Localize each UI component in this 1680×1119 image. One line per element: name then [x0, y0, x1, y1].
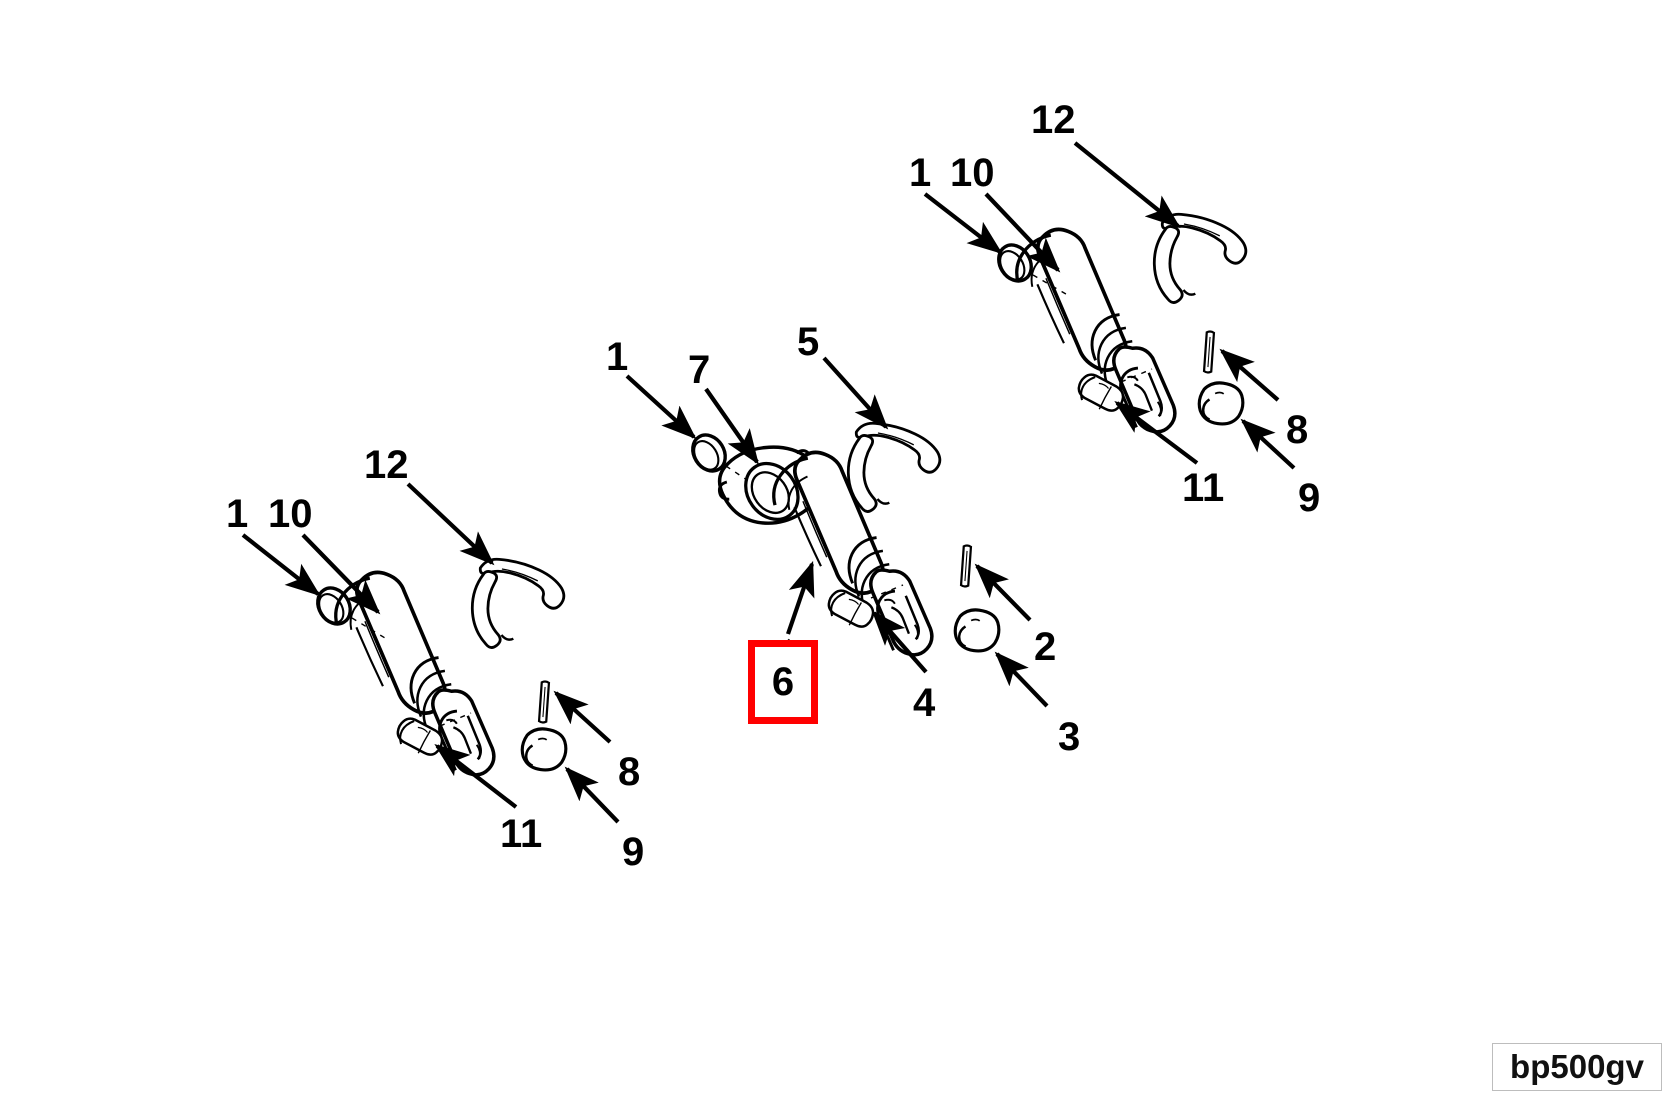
part-rollpin-center	[959, 544, 973, 588]
part-fork-left	[465, 551, 570, 651]
leader-left-1	[241, 533, 321, 597]
part-bushing-right	[1195, 378, 1247, 429]
part-rollpin-left	[537, 680, 551, 724]
leader-right-8	[1219, 348, 1280, 402]
callout-center-7: 7	[688, 348, 711, 392]
part-fork-right	[1147, 206, 1252, 306]
callout-left-10: 10	[268, 492, 313, 536]
leader-left-8	[553, 690, 612, 744]
callout-center-2: 2	[1034, 625, 1057, 669]
part-bushing-center	[951, 605, 1003, 656]
assembly-left	[294, 551, 570, 788]
callout-center-5: 5	[797, 320, 820, 364]
leader-right-10	[984, 192, 1061, 273]
leader-arrows	[241, 141, 1296, 824]
leader-left-9	[564, 766, 620, 824]
leader-center-2	[974, 563, 1032, 622]
assembly-center	[684, 415, 1003, 668]
leader-right-1	[923, 192, 1003, 255]
callout-right-8: 8	[1286, 408, 1309, 452]
leader-right-12	[1073, 141, 1181, 229]
callout-right-1: 1	[909, 151, 932, 195]
leader-center-7	[704, 387, 759, 465]
callout-center-4: 4	[913, 681, 936, 725]
callout-left-12: 12	[364, 443, 409, 487]
callout-right-11: 11	[1182, 466, 1225, 510]
leader-center-3	[994, 651, 1049, 708]
leader-center-5	[822, 356, 889, 430]
callout-right-12: 12	[1031, 98, 1076, 142]
leader-center-4	[871, 610, 928, 674]
callout-left-1: 1	[226, 492, 249, 536]
callout-left-8: 8	[618, 750, 641, 794]
callout-left-11: 11	[500, 812, 543, 856]
assembly-right	[975, 206, 1252, 445]
leader-right-9	[1240, 418, 1296, 470]
leader-left-11	[434, 743, 518, 809]
leader-left-10	[301, 533, 381, 615]
part-bushing-left	[518, 724, 570, 775]
leader-right-11	[1114, 400, 1199, 465]
callout-center-3: 3	[1058, 715, 1081, 759]
leader-left-12	[406, 482, 495, 566]
callout-center-1: 1	[606, 335, 629, 379]
watermark-label: bp500gv	[1492, 1043, 1662, 1091]
leader-center-6	[786, 560, 815, 635]
part-fork-center	[841, 415, 946, 515]
callout-right-9: 9	[1298, 476, 1321, 520]
callout-center-6: 6	[771, 659, 795, 704]
callout-left-9: 9	[622, 830, 645, 874]
highlight-box-callout-6: 6	[748, 640, 818, 724]
callout-right-10: 10	[950, 151, 995, 195]
part-rollpin-right	[1202, 330, 1216, 374]
leader-center-1	[625, 374, 697, 440]
